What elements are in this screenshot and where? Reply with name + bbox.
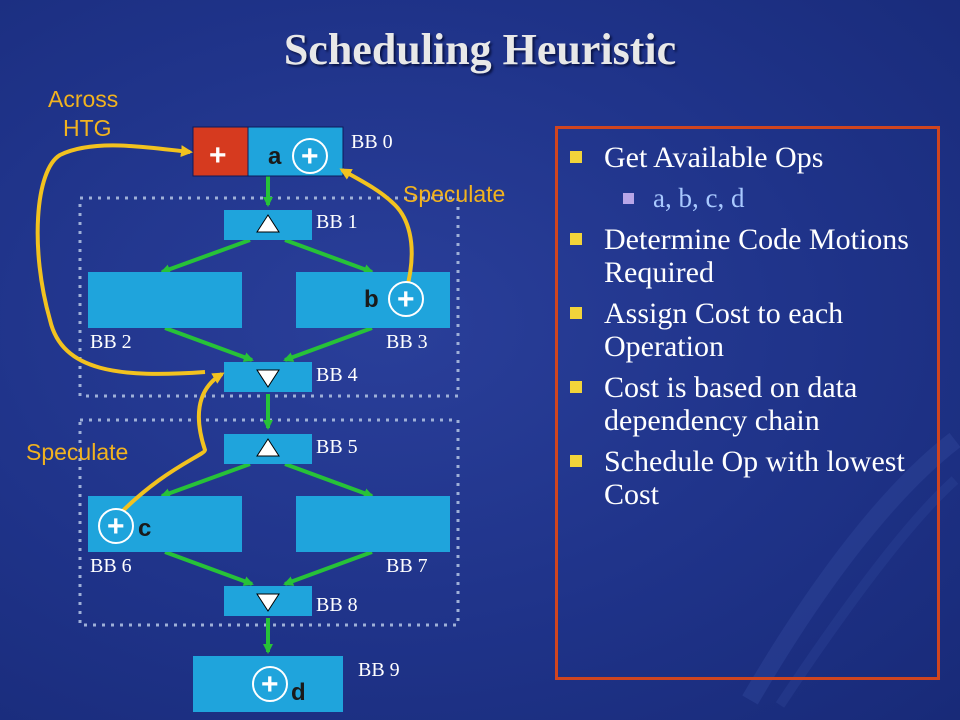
op-b-plus-icon [388,281,424,317]
op-c-label: c [138,515,151,542]
bb2-label: BB 2 [90,331,132,353]
bullet-cost-basis: Cost is based on data dependency chain [568,371,938,437]
bullet-list: Get Available Ops a, b, c, d Determine C… [568,141,938,519]
bb7-label: BB 7 [386,555,428,577]
across-htg-note-line1: Across [48,86,118,112]
bb0-red-cell [192,126,249,177]
bb6-label: BB 6 [90,555,132,577]
op-b-label: b [364,286,379,313]
bb5-label: BB 5 [316,436,358,458]
join-triangle-bb4 [256,369,280,388]
bb3-label: BB 3 [386,331,428,353]
speculate-note-top: Speculate [403,181,505,207]
control-flow-edges [160,176,374,654]
bb0-label: BB 0 [351,131,393,153]
op-d-label: d [291,679,306,706]
bullet-schedule-op: Schedule Op with lowest Cost [568,445,938,511]
bb0-red-plus: + [209,139,227,172]
op-c-plus: + [107,510,125,543]
speculate-note-bottom: Speculate [26,439,128,465]
page-title: Scheduling Heuristic [283,25,677,74]
bb2-block [88,272,242,328]
bullet-get-available-ops: Get Available Ops [568,141,938,174]
branch-triangle-bb1 [256,214,280,233]
op-d-plus-icon [252,666,288,702]
op-a-plus-icon [292,138,328,174]
op-a-label: a [268,143,282,170]
op-a-plus: + [301,140,319,173]
bb4-label: BB 4 [316,364,358,386]
sub-bullet-ops: a, b, c, d [568,182,938,215]
bb8-label: BB 8 [316,594,358,616]
bb7-block [296,496,450,552]
bullet-assign-cost: Assign Cost to each Operation [568,297,938,363]
join-triangle-bb8 [256,593,280,612]
bb9-label: BB 9 [358,659,400,681]
branch-triangle-bb5 [256,438,280,457]
op-c-plus-icon [98,508,134,544]
op-d-plus: + [261,668,279,701]
bb1-label: BB 1 [316,211,358,233]
bullet-panel: Get Available Ops a, b, c, d Determine C… [555,126,940,680]
bullet-determine-code-motions: Determine Code Motions Required [568,223,938,289]
code-motion-arrows [35,143,414,524]
op-b-plus: + [397,283,415,316]
bb3-block [296,272,450,328]
across-htg-note-line2: HTG [63,115,112,141]
